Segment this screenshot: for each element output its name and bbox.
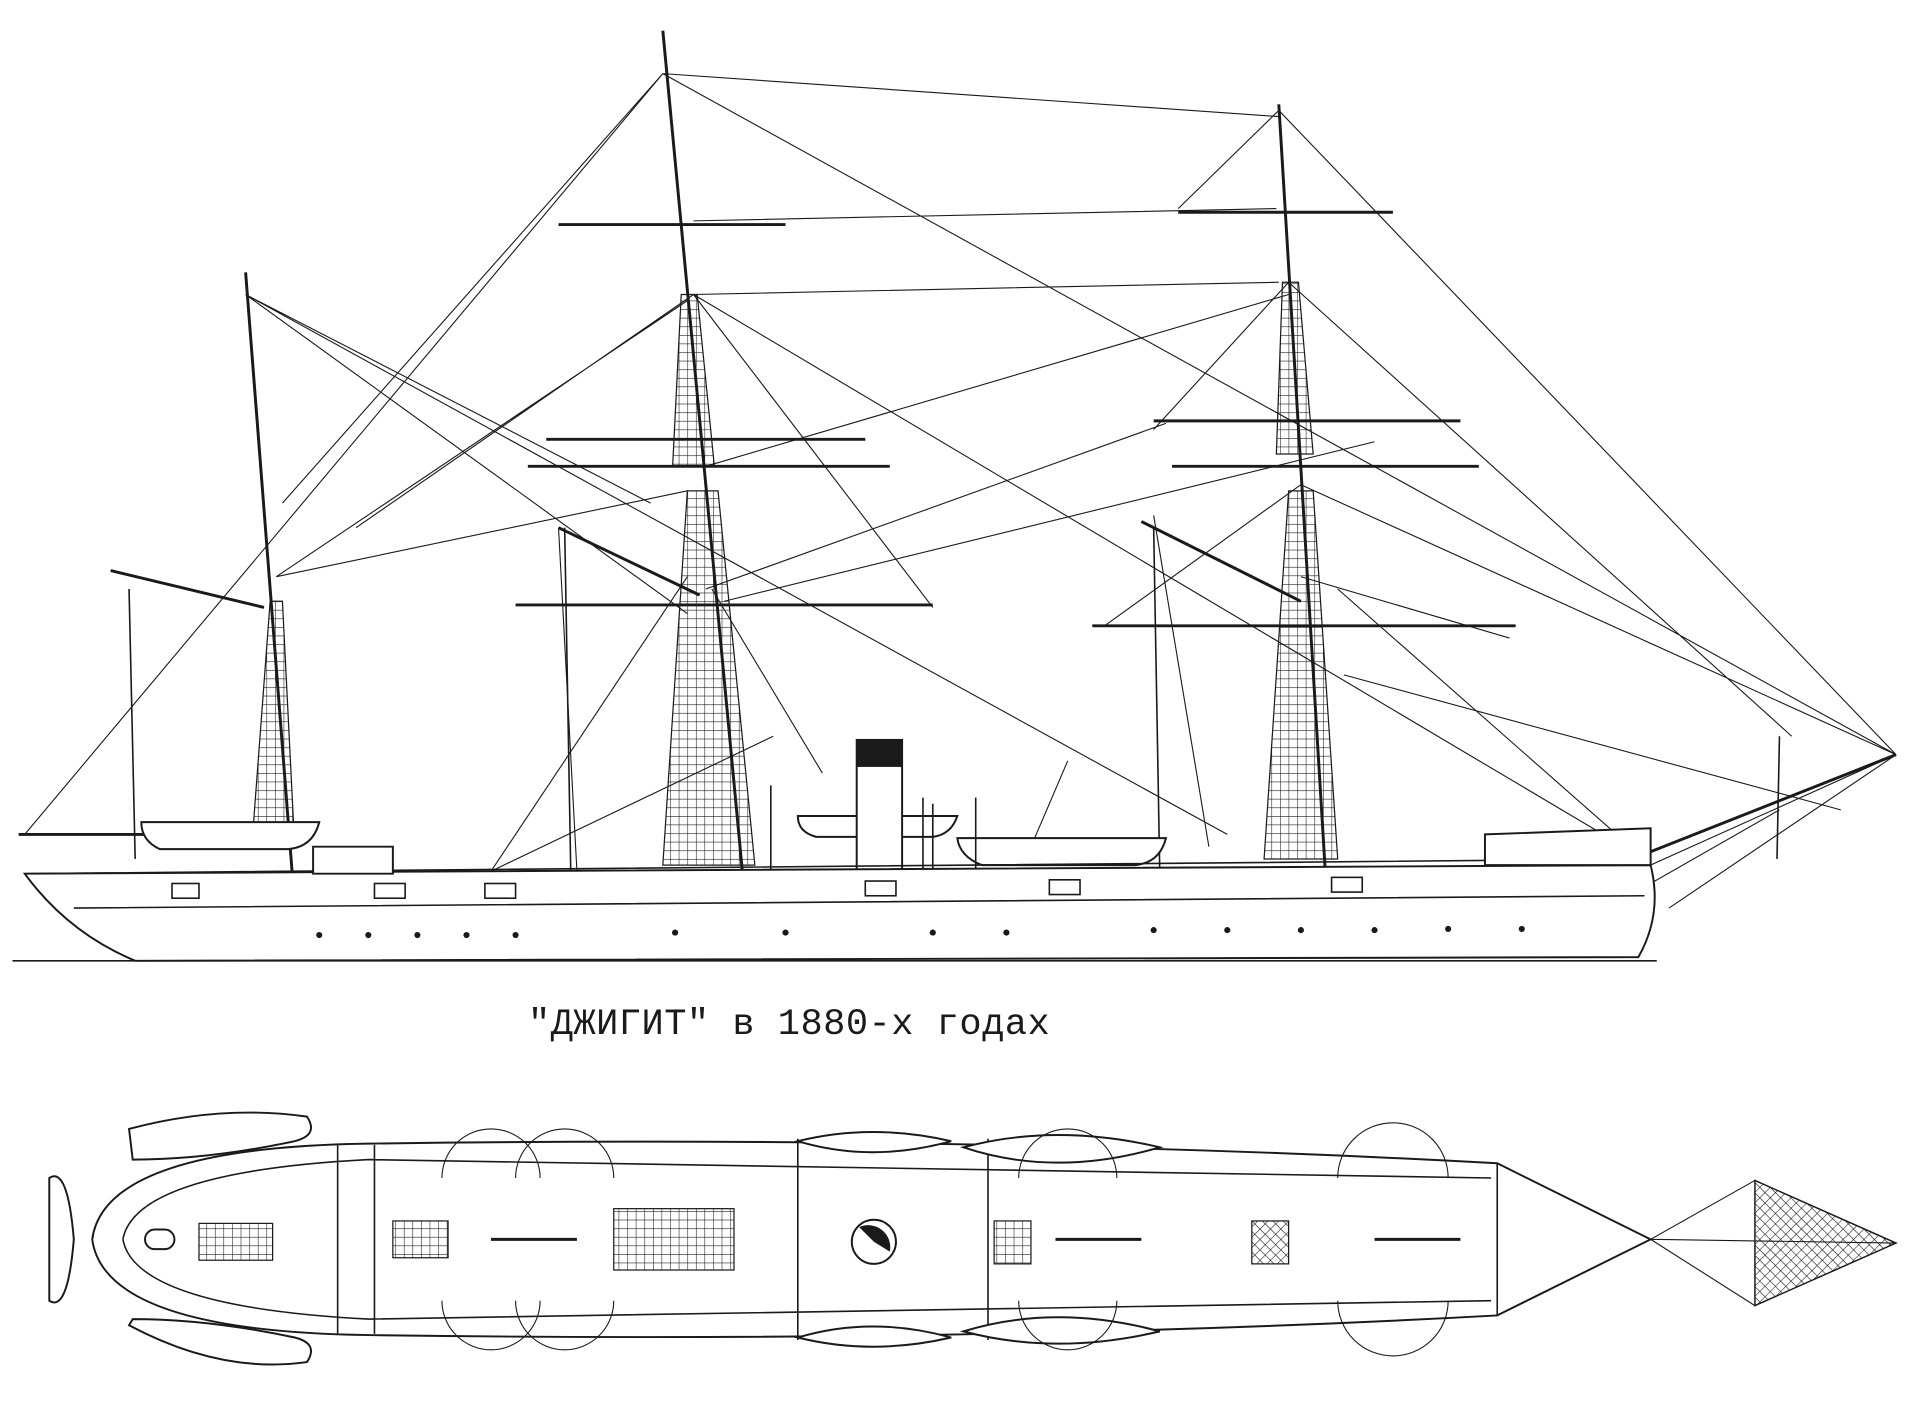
bowsprit [1631,753,1897,861]
drawing-caption: "ДЖИГИТ" в 1880-х годах [528,1004,1051,1046]
side-elevation [12,30,1897,962]
plan-boat [127,1111,312,1161]
hull [22,864,1656,962]
deck-plan [48,1111,1898,1366]
rigging-lines [24,73,1897,872]
capstan-arcs [441,1122,1449,1357]
plan-boat [794,1325,952,1348]
gun-ports [171,876,1364,900]
forecastle [1483,827,1652,867]
masts [128,30,1781,874]
jib-net [1754,1179,1898,1307]
plan-boat [794,1131,952,1154]
portholes [316,925,1525,939]
hatches [144,1208,1290,1271]
plan-boat [48,1175,75,1304]
fore-shrouds [1263,490,1339,860]
yards [18,210,1516,836]
poop-deck [312,845,394,875]
plan-boat [127,1318,312,1366]
boat [956,837,1168,867]
boat [140,821,321,851]
main-shrouds [662,490,756,866]
